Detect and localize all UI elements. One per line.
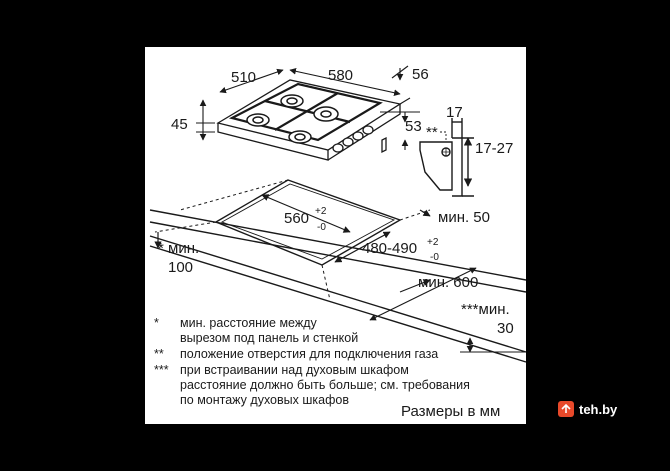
- dimension-side-offset: 53: [405, 118, 422, 135]
- dimension-hob-height: 45: [171, 116, 188, 133]
- dimension-min-back: мин. 50: [438, 209, 490, 226]
- hob: [216, 79, 402, 161]
- watermark-text: teh.by: [579, 402, 618, 417]
- watermark: teh.by: [558, 401, 618, 417]
- hob-dimension-lines: [196, 65, 420, 150]
- dimension-cutout-depth-tol-minus: -0: [430, 252, 439, 263]
- units-caption: Размеры в мм: [401, 403, 500, 420]
- legend-text-3b: расстояние должно быть больше; см. требо…: [180, 378, 470, 392]
- control-knobs: [332, 125, 387, 154]
- dimension-min-front: мин. 600: [418, 274, 478, 291]
- dimension-cutout-depth: 480-490: [362, 240, 417, 257]
- dimension-cutout-width: 560: [284, 210, 309, 227]
- dimension-panel-thickness-top: 17: [446, 104, 463, 121]
- front-dimension: [369, 267, 526, 353]
- dimension-min-side-value: 100: [168, 259, 193, 276]
- legend-marker-2: **: [154, 347, 164, 361]
- legend-text-3c: по монтажу духовых шкафов: [180, 393, 349, 407]
- dimension-hob-depth: 510: [231, 69, 256, 86]
- burners: [246, 94, 339, 144]
- dimension-top-offset: 56: [412, 66, 429, 83]
- dimension-cutout-width-tol-plus: +2: [315, 206, 327, 217]
- legend-text-3a: при встраивании над духовым шкафом: [180, 363, 409, 377]
- dimension-cutout-width-tol-minus: -0: [317, 222, 326, 233]
- dimension-cutout-depth-tol-plus: +2: [427, 237, 439, 248]
- dimension-min-below-label: ***мин.: [461, 301, 510, 318]
- legend-marker-3: ***: [154, 363, 169, 377]
- dimension-min-below-value: 30: [497, 320, 514, 337]
- legend-text-1b: вырезом под панель и стенкой: [180, 331, 358, 345]
- legend: * мин. расстояние между вырезом под пане…: [154, 316, 470, 407]
- legend-text-2: положение отверстия для подключения газа: [180, 347, 438, 361]
- side-profile: [419, 118, 474, 197]
- dimension-min-side-label: * мин.: [158, 240, 199, 257]
- legend-text-1a: мин. расстояние между: [180, 316, 318, 330]
- gas-hole-marker: **: [426, 124, 438, 141]
- dimension-panel-thickness-range: 17-27: [475, 140, 513, 157]
- dimension-hob-width: 580: [328, 67, 353, 84]
- legend-marker-1: *: [154, 316, 159, 330]
